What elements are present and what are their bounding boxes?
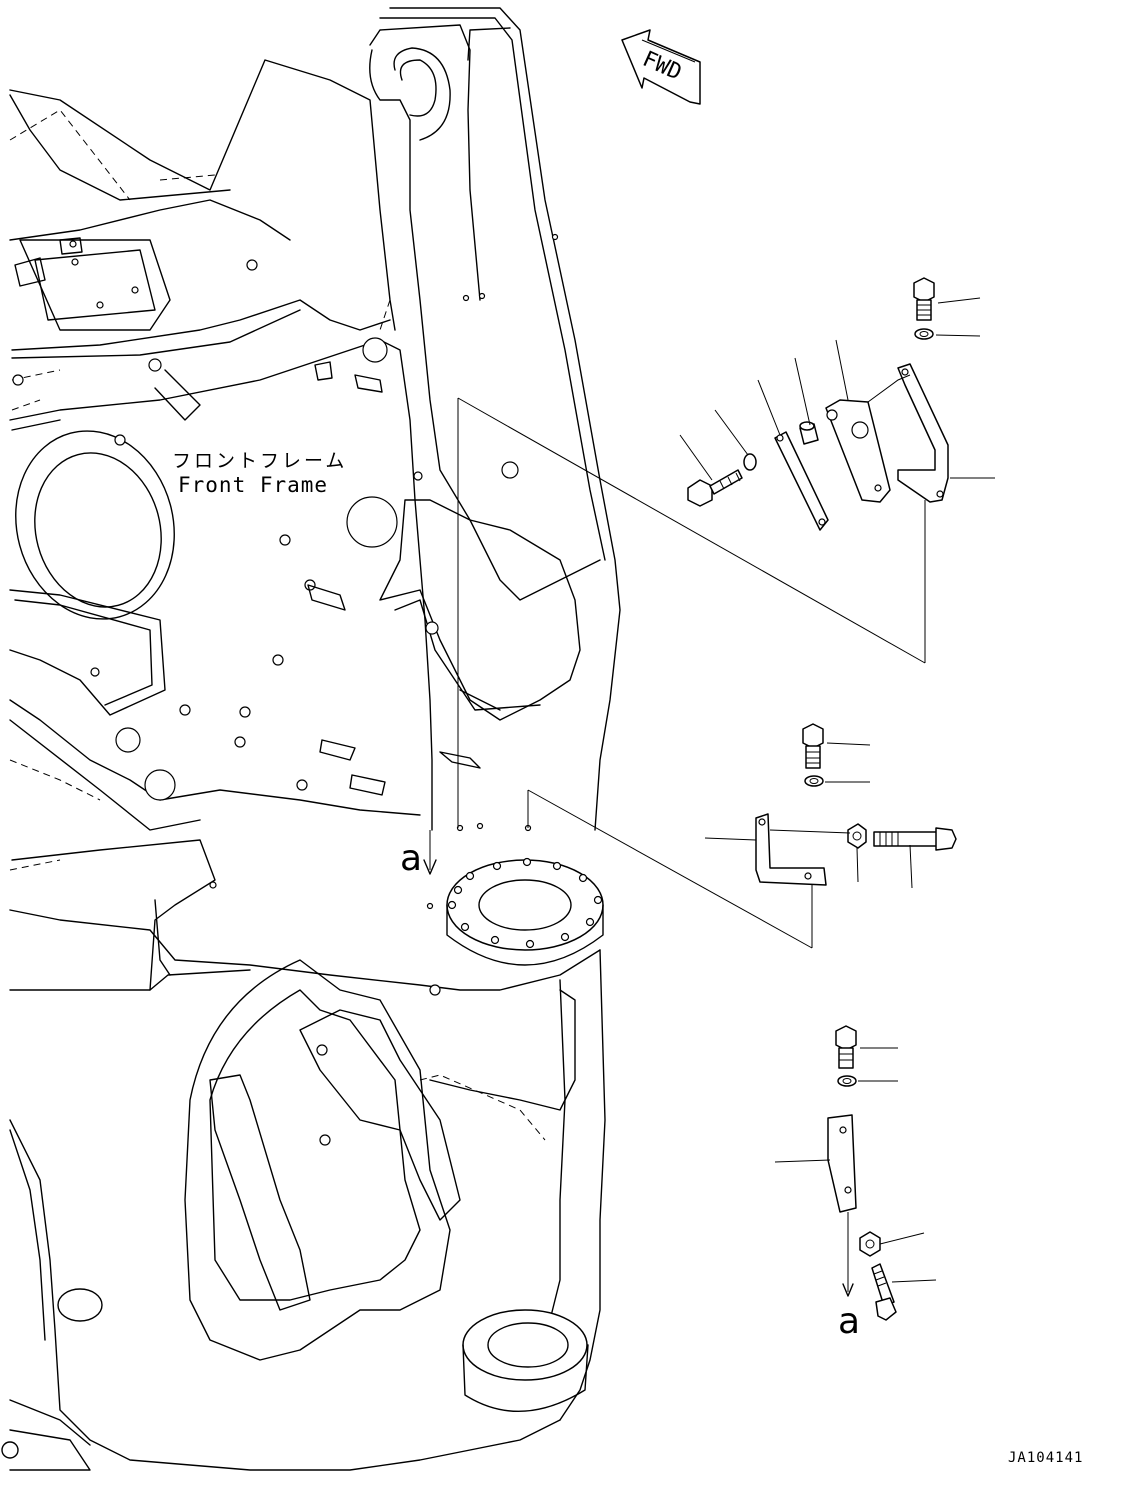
down-arrow-icon [423, 859, 437, 875]
lower-long-bolt [871, 1263, 897, 1321]
upper-bracket-assembly [679, 277, 995, 531]
mounting-points [426, 233, 559, 910]
side-bolt [687, 469, 743, 507]
frame-label-japanese: フロントフレーム [172, 450, 347, 472]
upper-bolt [913, 277, 935, 340]
washer [743, 453, 757, 471]
strap [774, 431, 829, 531]
fwd-arrow-icon: FWD [621, 29, 701, 105]
assembly-leader-lines [457, 397, 926, 949]
view-marker-lower: a [838, 1301, 860, 1342]
view-marker-upper: a [400, 838, 422, 879]
upper-l-bracket [897, 363, 949, 503]
lower-nut [859, 1231, 881, 1257]
middle-bolt [802, 723, 824, 787]
middle-nut [847, 823, 867, 849]
frame-label-english: Front Frame [178, 473, 328, 497]
lower-bolt [835, 1025, 857, 1087]
lower-bracket-assembly [774, 1025, 937, 1321]
down-arrow-icon [842, 1283, 854, 1297]
long-bolt [873, 827, 957, 851]
flange-holes [447, 857, 603, 949]
clamp-block [825, 399, 891, 503]
drawing-code: JA104141 [1008, 1450, 1083, 1466]
middle-bracket-assembly [704, 723, 957, 889]
view-arrow-a [423, 830, 437, 875]
middle-l-bracket [755, 813, 827, 886]
front-frame-body [1, 7, 621, 1471]
